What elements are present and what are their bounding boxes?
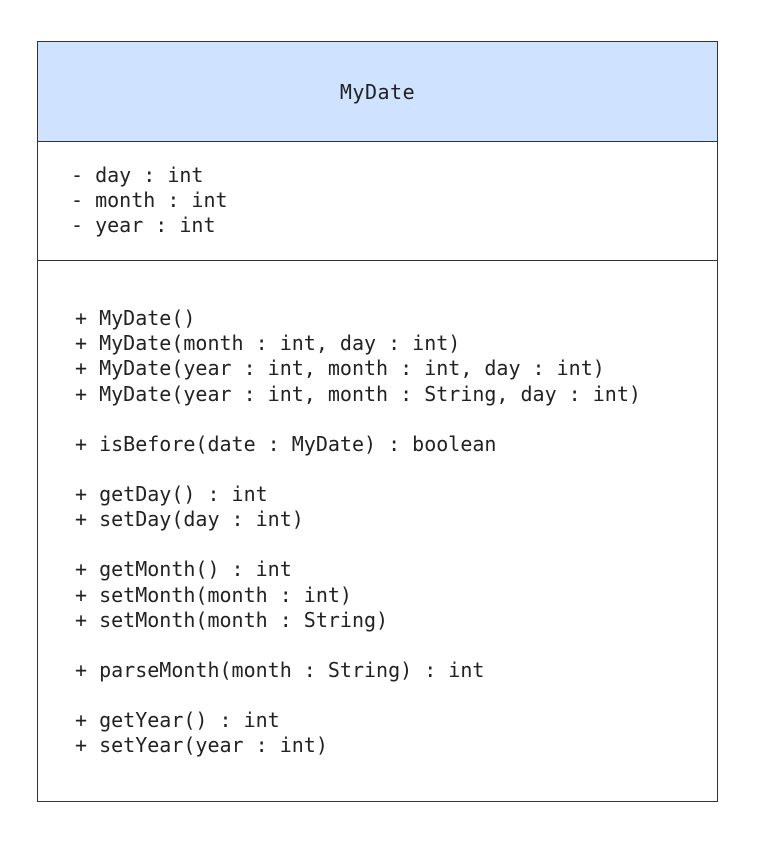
class-name: MyDate [339,79,416,104]
class-name-compartment: MyDate [38,42,717,142]
year-accessors-group: + getYear() : int + setYear(year : int) [75,708,717,758]
day-accessors-group: + getDay() : int + setDay(day : int) [75,482,717,532]
method-setmonth-string: + setMonth(month : String) [75,607,389,632]
method-constructor-default: + MyDate() [75,306,196,330]
method-setmonth-int: + setMonth(month : int) [75,582,352,607]
method-getmonth: + getMonth() : int [75,557,292,582]
method-constructor-year-month-day: + MyDate(year : int, month : int, day : … [75,356,605,381]
constructors-group: + MyDate() + MyDate(month : int, day : i… [75,306,717,407]
method-getday: + getDay() : int [75,481,268,506]
attribute-month: - month : int [71,188,228,213]
attribute-day: - day : int [71,163,204,187]
methods-compartment: + MyDate() + MyDate(month : int, day : i… [38,261,717,758]
attributes-compartment: - day : int - month : int - year : int [38,142,717,261]
attribute-year: - year : int [71,213,216,238]
method-setyear: + setYear(year : int) [75,733,328,758]
uml-class-box: MyDate - day : int - month : int - year … [37,41,718,802]
method-constructor-year-monthstring-day: + MyDate(year : int, month : String, day… [75,381,641,406]
method-getyear: + getYear() : int [75,708,280,733]
method-constructor-month-day: + MyDate(month : int, day : int) [75,331,461,356]
method-setday: + setDay(day : int) [75,507,304,532]
method-isbefore: + isBefore(date : MyDate) : boolean [75,431,497,456]
parse-group: + parseMonth(month : String) : int [75,658,717,683]
comparison-group: + isBefore(date : MyDate) : boolean [75,432,717,457]
month-accessors-group: + getMonth() : int + setMonth(month : in… [75,557,717,633]
method-parsemonth: + parseMonth(month : String) : int [75,657,485,682]
